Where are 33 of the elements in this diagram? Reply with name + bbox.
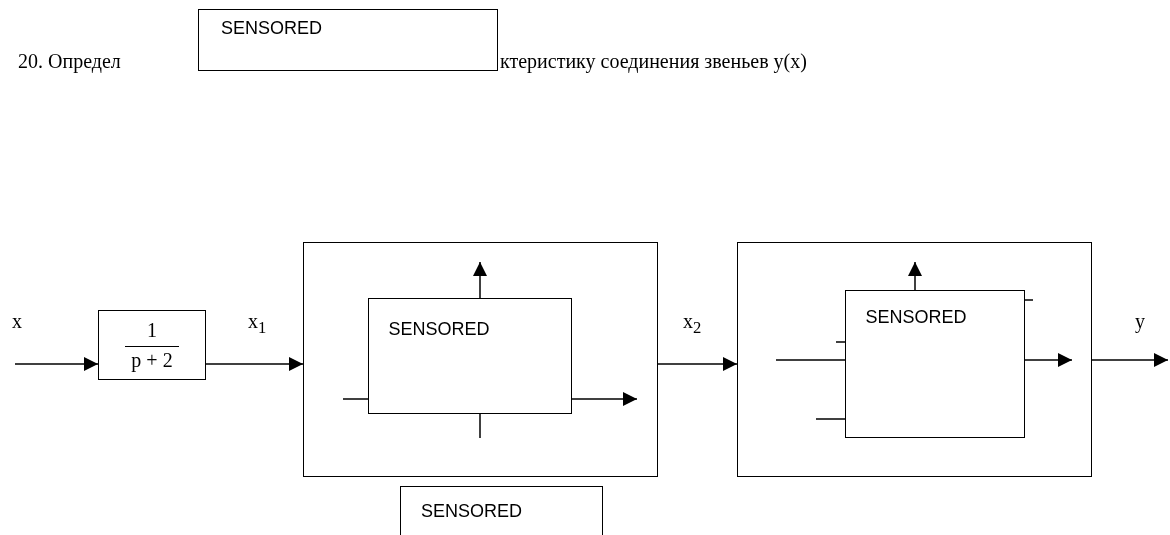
arrow bbox=[14, 357, 99, 371]
redaction-text: SENSORED bbox=[421, 501, 523, 522]
signal-label: x$_{2}$ bbox=[683, 310, 702, 338]
block-frame bbox=[303, 242, 658, 477]
redaction-box bbox=[198, 9, 498, 71]
redaction-text: SENSORED bbox=[865, 306, 967, 328]
signal-label: y bbox=[1135, 310, 1145, 333]
redaction-box bbox=[367, 297, 572, 414]
arrow bbox=[205, 357, 304, 371]
block-frame bbox=[737, 242, 1092, 477]
denominator: p + 2 bbox=[130, 349, 174, 372]
signal-line bbox=[835, 341, 846, 343]
redaction-text: SENSORED bbox=[221, 18, 323, 39]
arrow bbox=[571, 392, 638, 406]
redaction-text: SENSORED bbox=[388, 318, 490, 340]
heading-text: ктеристику соединения звеньев y(x) bbox=[500, 50, 807, 73]
signal-line bbox=[775, 359, 846, 361]
signal-label: x bbox=[12, 310, 22, 333]
arrow bbox=[908, 261, 922, 291]
signal-label: x$_{1}$ bbox=[248, 310, 267, 338]
redaction-box bbox=[844, 289, 1025, 438]
heading-text: 20. Определ bbox=[18, 50, 121, 73]
transfer-function-box bbox=[98, 310, 206, 380]
arrow bbox=[1091, 353, 1169, 367]
signal-line bbox=[815, 418, 846, 420]
signal-line bbox=[479, 413, 481, 439]
numerator: 1 bbox=[146, 319, 158, 342]
signal-line bbox=[1024, 299, 1034, 301]
arrow bbox=[657, 357, 738, 371]
arrow bbox=[473, 261, 487, 299]
redaction-box bbox=[400, 486, 603, 535]
arrow bbox=[1024, 353, 1073, 367]
signal-line bbox=[342, 398, 369, 400]
